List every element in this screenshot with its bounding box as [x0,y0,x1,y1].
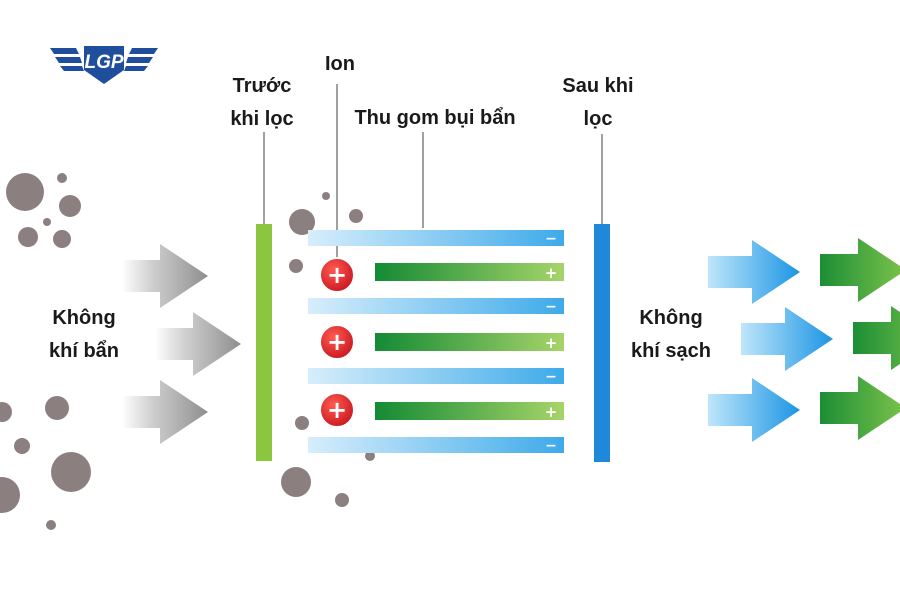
clean-air-arrows-blue [708,240,833,442]
particle [18,227,38,247]
ion-circle: + [319,392,355,428]
negative-sign: − [545,438,557,454]
ion-circle: + [319,257,355,293]
negative-plates [308,230,564,453]
dirty-air-arrow [155,312,241,376]
particle [14,438,30,454]
particle [322,192,330,200]
dirty-air-arrows [122,244,241,444]
filter-particles [281,192,375,507]
ion-plus-sign: + [327,261,347,289]
ion-circle: + [319,324,355,360]
pre-filter-bar [256,224,272,461]
dust-collection-label: Thu gom bụi bẩn [354,107,516,129]
positive-sign: + [545,334,558,352]
particle [6,173,44,211]
particle [51,452,91,492]
before-filter-label: Trước khi lọc [230,75,294,130]
clean-air-arrow [708,240,800,304]
clean-air-arrows-green [820,238,900,440]
negative-plate [308,437,564,453]
positive-plate [375,333,564,351]
particle [53,230,71,248]
post-filter-bar [594,224,610,462]
positive-plate-signs: + + + [545,264,558,421]
positive-plate [375,263,564,281]
clean-air-arrow [853,306,900,370]
positive-plates [375,263,564,420]
positive-plate [375,402,564,420]
ion-plus-sign: + [327,328,347,356]
negative-plate [308,368,564,384]
logo-text: LGP [84,52,123,73]
clean-air-arrow [820,238,900,302]
particle [295,416,309,430]
ion-plus-sign: + [327,396,347,424]
particle [281,467,311,497]
lgp-logo: LGP [50,46,158,84]
clean-air-arrow [708,378,800,442]
negative-signs: − − − − [545,231,557,454]
dirty-air-arrow [122,244,208,308]
clean-air-arrow [820,376,900,440]
particle [289,259,303,273]
ion-circles: + + + [319,257,355,428]
particle [0,477,20,513]
particle [59,195,81,217]
particle [0,402,12,422]
negative-sign: − [545,231,557,247]
particle [43,218,51,226]
particle [365,451,375,461]
dirty-air-arrow [122,380,208,444]
after-filter-label: Sau khi lọc [562,75,634,130]
negative-plate [308,298,564,314]
particle [46,520,56,530]
positive-sign: + [545,403,558,421]
clean-air-arrow [741,307,833,371]
negative-sign: − [545,299,557,315]
particle [349,209,363,223]
negative-plate [308,230,564,246]
particle [335,493,349,507]
ion-label: Ion [325,53,355,75]
clean-air-label: Không khí sạch [630,307,712,362]
particle [57,173,67,183]
positive-sign: + [545,264,558,282]
particle [289,209,315,235]
dirty-particles [0,173,91,530]
negative-sign: − [545,369,557,385]
particle [45,396,69,420]
dirty-air-label: Không khí bẩn [48,307,119,362]
